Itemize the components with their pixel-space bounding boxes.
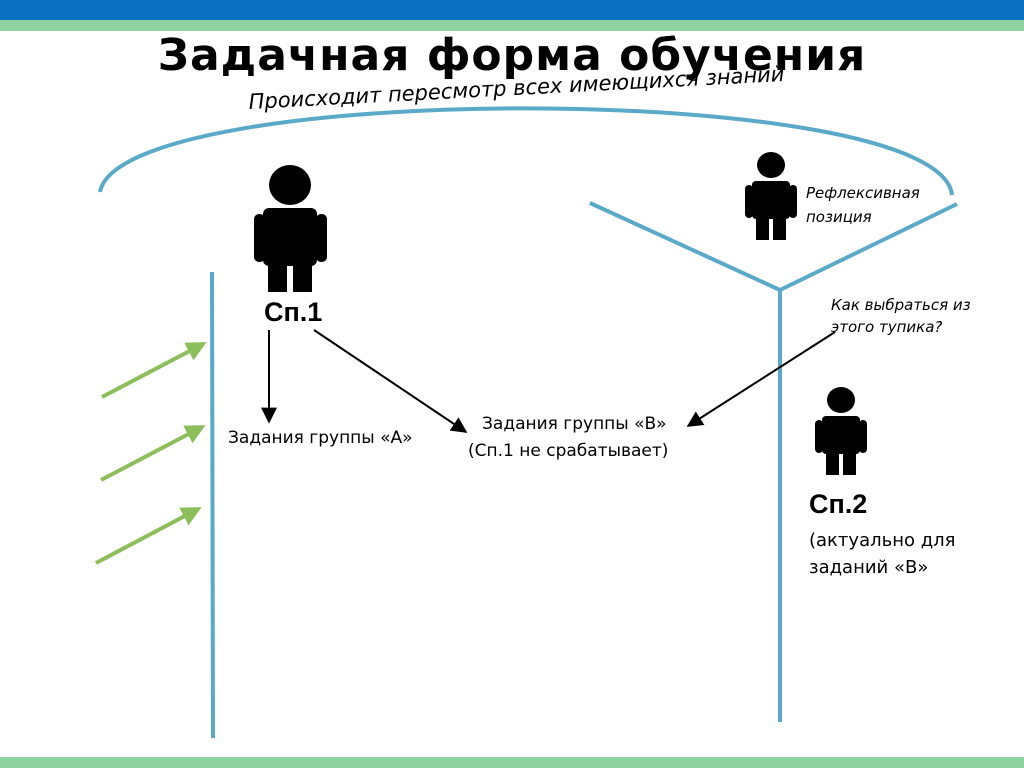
person-icon-sp1 [254, 165, 327, 292]
header-green-bar [0, 20, 1024, 31]
person-icon-reflexive [745, 152, 797, 240]
group-a-label: Задания группы «А» [228, 428, 413, 448]
funnel-left-line [589, 201, 781, 292]
green-arrow-icon [95, 507, 202, 565]
slide-title: Задачная форма обучения [157, 30, 867, 81]
knowledge-arc [98, 106, 954, 196]
green-arrow-icon [100, 425, 206, 482]
funnel-right-line [779, 202, 958, 292]
reflexive-position-label: Рефлексивная позиция [806, 184, 920, 226]
person-icon-sp2 [815, 387, 867, 475]
dead-end-question: Как выбраться из этого тупика? [831, 296, 971, 336]
sp1-label: Сп.1 [264, 297, 323, 327]
sp2-note: (актуально для заданий «В» [809, 530, 956, 578]
arrow-question-to-group-b [686, 331, 836, 427]
arrow-sp1-to-group-b [313, 329, 468, 433]
header-blue-bar [0, 0, 1024, 20]
sp2-label: Сп.2 [809, 489, 868, 519]
footer-green-bar [0, 757, 1024, 768]
green-arrow-icon [101, 342, 207, 399]
group-b-note: (Сп.1 не срабатывает) [468, 441, 669, 461]
left-vertical-line [210, 271, 215, 739]
group-b-label: Задания группы «В» [482, 414, 667, 434]
